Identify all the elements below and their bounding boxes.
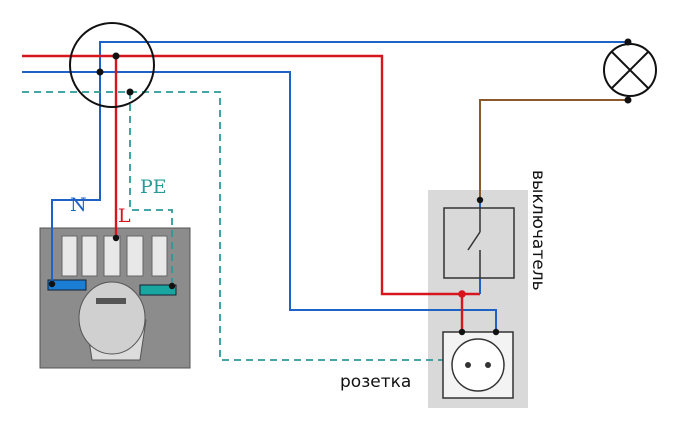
lamp-terminal	[624, 38, 632, 46]
connection-node	[112, 234, 120, 242]
breaker-row	[61, 235, 168, 277]
switched-wire	[479, 99, 628, 200]
earth-wire	[22, 91, 462, 361]
switch	[443, 196, 515, 279]
junction-node	[126, 88, 134, 96]
breaker	[126, 235, 144, 277]
neutral-bus	[47, 279, 87, 291]
breaker	[81, 235, 98, 277]
connection-node	[168, 282, 176, 290]
distribution-panel	[39, 227, 191, 369]
junction-node	[96, 68, 104, 76]
socket-terminal	[458, 328, 466, 336]
junction-box	[69, 22, 155, 108]
earth-label: PE	[140, 176, 167, 198]
breaker	[61, 235, 78, 277]
line-label: L	[118, 205, 131, 227]
switch-terminal	[476, 196, 484, 204]
connection-node	[48, 280, 56, 288]
socket-terminal	[492, 328, 500, 336]
lamp-terminal	[624, 96, 632, 104]
neutral-label: N	[70, 194, 87, 216]
switch-label: выключатель	[528, 170, 548, 291]
electricity-meter	[78, 281, 147, 361]
breaker	[151, 235, 168, 277]
neutral-wire	[22, 41, 628, 332]
socket	[442, 328, 514, 399]
line-wire	[22, 54, 480, 332]
breaker	[103, 235, 121, 277]
junction-node	[112, 52, 120, 60]
earth-bus	[139, 284, 177, 296]
lamp	[603, 38, 657, 104]
connection-node	[458, 290, 466, 298]
socket-label: розетка	[340, 372, 411, 392]
